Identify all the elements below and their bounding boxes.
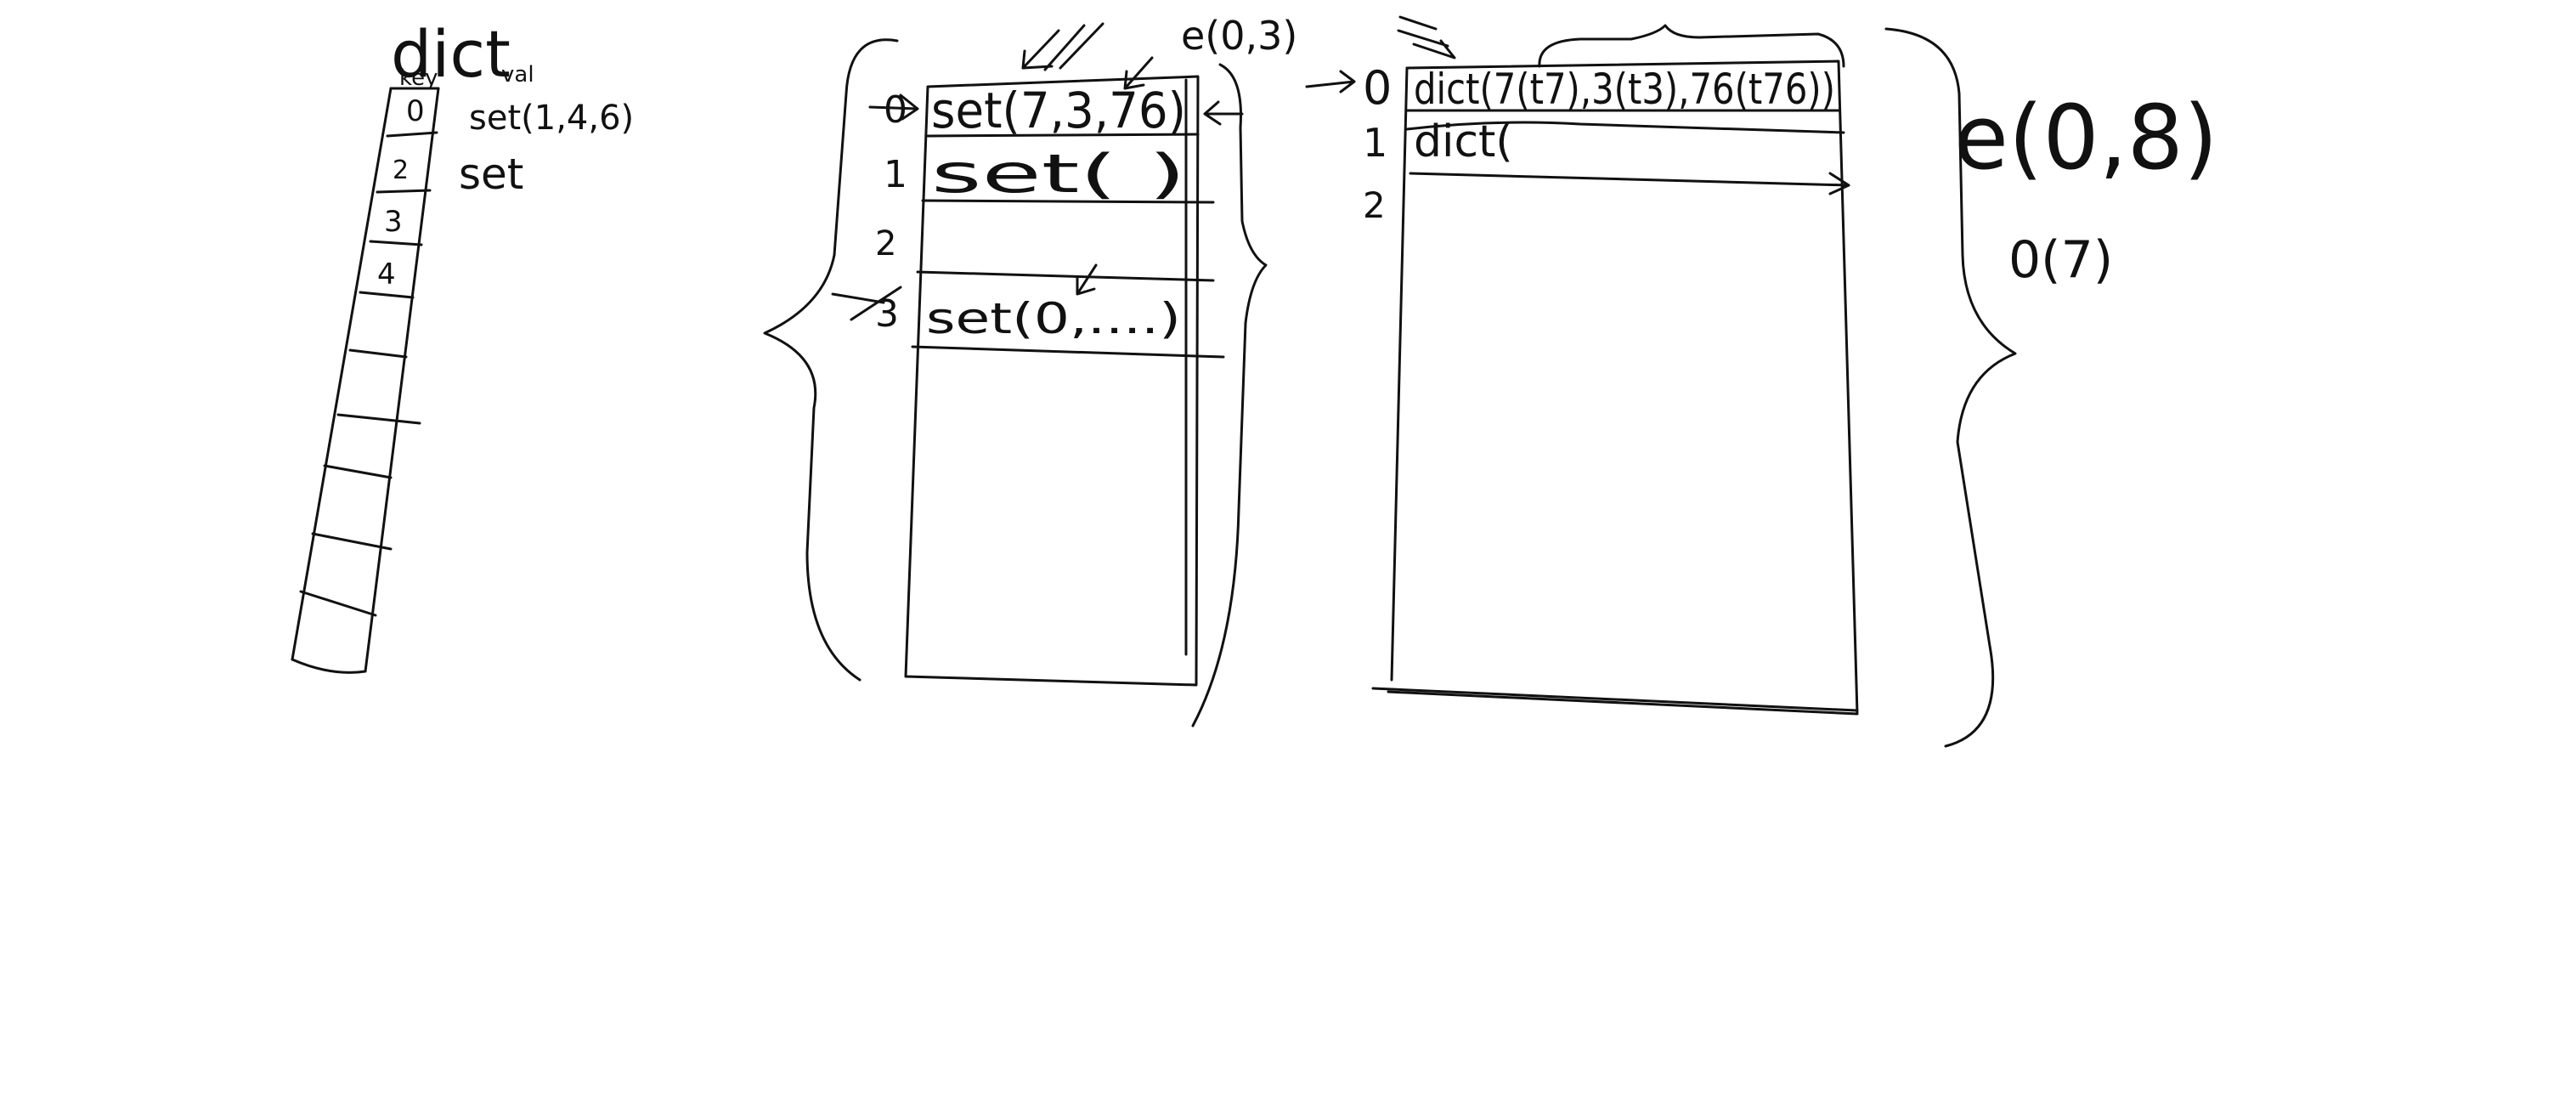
right-row-content: dict(	[1414, 116, 1513, 167]
left-array-row-divider	[323, 464, 393, 479]
right-row-content: dict(7(t7),3(t3),76(t76))	[1414, 65, 1835, 114]
left-entry: set	[459, 150, 523, 199]
left-array-row-divider	[348, 348, 408, 359]
left-array-row-divider	[369, 240, 423, 246]
right-complexity-main: e(0,8)	[1954, 86, 2218, 190]
middle-row-divider	[911, 345, 1225, 359]
right-complexity-sub: 0(7)	[2008, 230, 2113, 290]
left-row-index: 2	[393, 156, 409, 185]
middle-table-outline	[904, 75, 1200, 687]
left-array-row-divider	[386, 131, 438, 138]
right-table-outline	[1387, 59, 1859, 716]
left-dict-title: dict	[391, 16, 511, 92]
middle-down-arrow	[1123, 56, 1154, 90]
right-table-left-edge	[1390, 66, 1409, 682]
middle-row3-arrow	[831, 286, 902, 321]
middle-row-divider	[916, 270, 1215, 282]
left-entry: set(1,4,6)	[469, 99, 634, 138]
left-array-row-divider	[299, 590, 377, 617]
middle-row-divider	[926, 133, 1200, 138]
middle-top-arrow-strokes	[1021, 22, 1104, 71]
middle-row-content: set( )	[931, 143, 1186, 205]
middle-row-index: 3	[875, 292, 899, 336]
left-row-index: 3	[384, 205, 403, 239]
middle-right-pointer-arrow	[1203, 100, 1244, 126]
left-array-right-edge	[364, 87, 440, 673]
middle-row-content: set(0,....)	[926, 294, 1181, 343]
right-row-index: 2	[1363, 184, 1386, 226]
left-row-index: 4	[377, 258, 396, 291]
right-dict-table: 0 1 2 dict(7(t7),3(t3),76(t76)) dict( e(…	[1305, 15, 2218, 748]
middle-row-divider	[921, 199, 1215, 204]
right-big-brace	[1884, 27, 2017, 748]
middle-row-index: 0	[884, 88, 907, 132]
middle-left-pointer-arrow	[868, 93, 919, 121]
left-array-bottom-edge	[291, 658, 367, 674]
middle-set-table: e(0,3) 0 1 2 3 set(7,3,76) set( ) set(0,…	[763, 13, 1297, 727]
left-row-index: 0	[406, 94, 425, 128]
middle-row-index: 1	[884, 153, 907, 196]
right-top-brace	[1538, 24, 1845, 68]
right-row-index: 1	[1363, 120, 1387, 166]
left-key-label: key	[399, 65, 438, 91]
left-array-row-divider	[359, 291, 415, 299]
middle-right-brace	[1191, 63, 1268, 727]
right-table-bottom-edge	[1371, 687, 1859, 712]
left-array-row-divider	[336, 413, 421, 425]
right-row-divider	[1409, 172, 1850, 195]
left-array-row-divider	[376, 189, 432, 194]
right-row-index: 0	[1363, 61, 1392, 115]
middle-row-content: set(7,3,76)	[931, 82, 1186, 139]
middle-left-brace	[763, 38, 899, 682]
left-array-row-divider	[311, 532, 393, 551]
middle-complexity-label: e(0,3)	[1181, 13, 1297, 59]
left-array-left-edge	[291, 87, 393, 661]
middle-row3-inner-arrow	[1076, 263, 1098, 296]
right-top-arrow-strokes	[1397, 15, 1456, 59]
right-left-pointer-arrow	[1305, 70, 1356, 93]
right-row-divider	[1405, 121, 1845, 134]
middle-row-index: 2	[875, 224, 896, 263]
left-val-label: val	[501, 62, 534, 88]
left-dict-array: dict key val 0 2 3 4 set(1,4,6) set	[291, 16, 634, 674]
